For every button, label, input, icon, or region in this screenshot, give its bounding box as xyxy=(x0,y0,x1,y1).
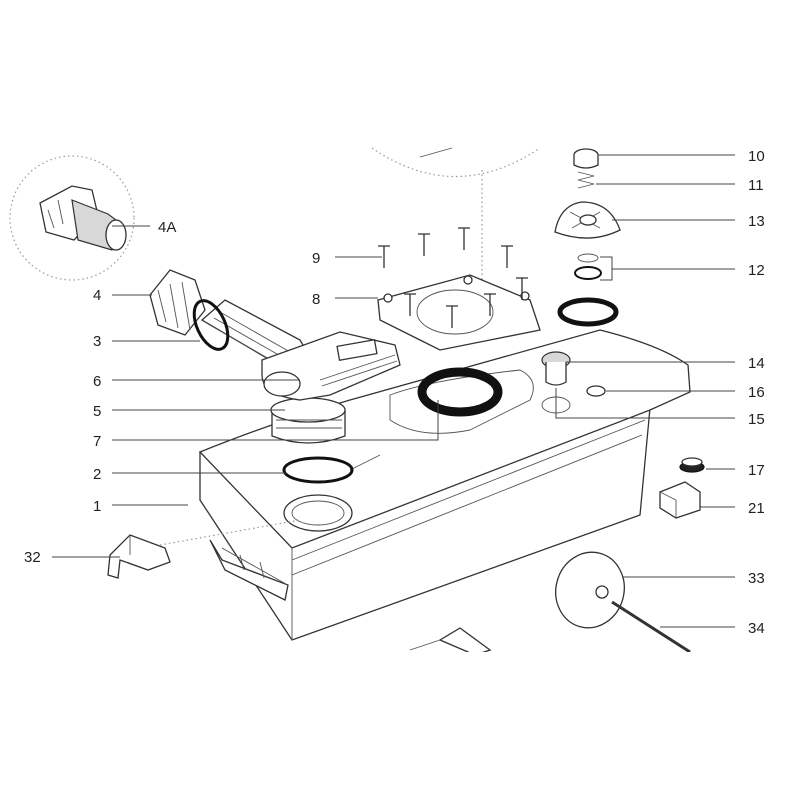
tank-recess xyxy=(389,369,534,434)
outlet-port-inner xyxy=(291,500,345,526)
callout-6: 6 xyxy=(93,373,101,390)
o-ring-4 xyxy=(192,299,230,351)
screws-9 xyxy=(378,227,528,328)
callout-14: 14 xyxy=(748,355,765,372)
disc-33 xyxy=(555,551,625,629)
o-ring-2 xyxy=(282,456,354,484)
bracket-dotted-line xyxy=(159,519,301,546)
callout-4: 4 xyxy=(93,287,101,304)
vent-assembly xyxy=(554,148,621,280)
callout-16: 16 xyxy=(748,384,765,401)
callout-5: 5 xyxy=(93,403,101,420)
callout-12: 12 xyxy=(748,262,765,279)
leader-lines xyxy=(52,154,735,628)
callout-4a: 4A xyxy=(158,219,176,236)
detail-boundary-arc xyxy=(371,147,541,178)
callout-9: 9 xyxy=(312,250,320,267)
bracket-32 xyxy=(107,534,171,579)
callout-11: 11 xyxy=(748,177,764,194)
disc-hub xyxy=(595,585,609,599)
callout-2: 2 xyxy=(93,466,101,483)
callout-21: 21 xyxy=(748,500,765,517)
crop-mask xyxy=(0,652,800,800)
outlet-port xyxy=(283,494,353,532)
detail-circle-4a xyxy=(9,155,135,281)
callout-15: 15 xyxy=(748,411,765,428)
spout-detail-4a xyxy=(39,185,127,251)
callout-13: 13 xyxy=(748,213,765,230)
callout-17: 17 xyxy=(748,462,765,479)
callout-3: 3 xyxy=(93,333,101,350)
callout-8: 8 xyxy=(312,291,320,308)
cap-4 xyxy=(149,269,206,336)
mounting-plate-8 xyxy=(377,274,541,351)
clip-21 xyxy=(659,481,701,519)
callout-7: 7 xyxy=(93,433,101,450)
clip-17 xyxy=(679,457,705,473)
vent-o-ring xyxy=(557,297,619,327)
callout-32: 32 xyxy=(24,549,41,566)
spout-collar-5 xyxy=(270,397,346,444)
seam xyxy=(349,454,381,471)
seal-7 xyxy=(417,367,503,417)
callout-1: 1 xyxy=(93,498,101,515)
callout-33: 33 xyxy=(748,570,765,587)
callout-10: 10 xyxy=(748,148,765,165)
callout-34: 34 xyxy=(748,620,765,637)
hood-edge xyxy=(419,147,453,158)
hole-16 xyxy=(586,385,606,397)
rod-34 xyxy=(611,600,691,654)
lever-6 xyxy=(261,331,401,401)
tank-body xyxy=(198,329,691,656)
